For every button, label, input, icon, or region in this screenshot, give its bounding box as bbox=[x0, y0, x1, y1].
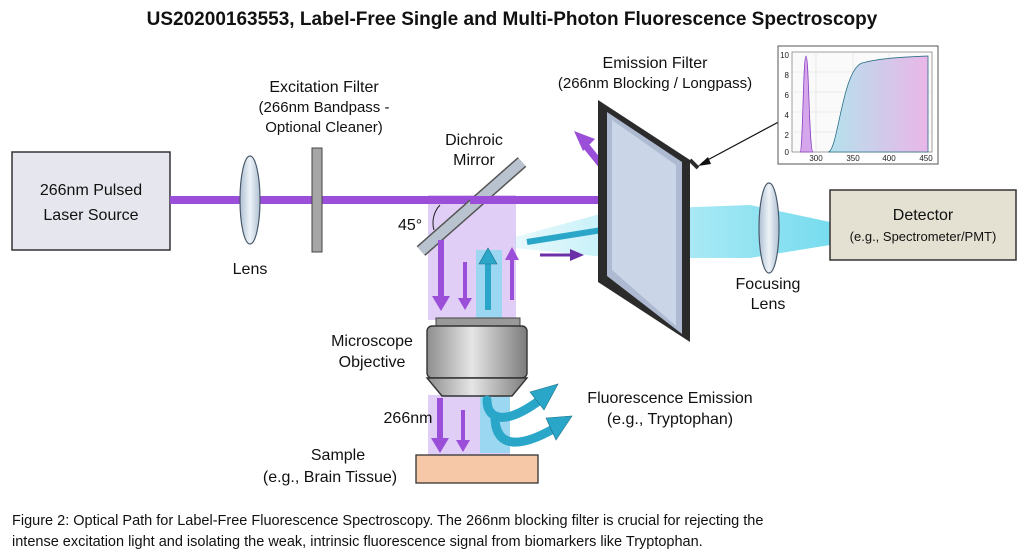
dichroic-label-1: Dichroic bbox=[445, 132, 503, 149]
inset-ytick-2: 2 bbox=[785, 131, 790, 140]
excitation-wavelength-label: 266nm bbox=[384, 410, 433, 427]
detector-label-2: (e.g., Spectrometer/PMT) bbox=[850, 229, 997, 244]
fluorescence-label-2: (e.g., Tryptophan) bbox=[607, 411, 733, 428]
down-arrow-1-head bbox=[432, 296, 450, 311]
sample-down-arrow-1-head bbox=[431, 438, 449, 453]
inset-xtick-400: 400 bbox=[882, 154, 896, 163]
inset-transmission-chart: 10 8 6 4 2 0 300 350 400 450 bbox=[777, 45, 939, 165]
excitation-filter bbox=[311, 147, 323, 253]
dichroic-mirror-face bbox=[417, 158, 526, 255]
excitation-filter-label-2: (266nm Bandpass - bbox=[259, 99, 390, 116]
inset-xtick-450: 450 bbox=[919, 154, 933, 163]
inset-ytick-4: 4 bbox=[785, 111, 790, 120]
inset-bandpass-peak bbox=[799, 55, 814, 153]
lens-label: Lens bbox=[233, 261, 268, 278]
excitation-filter-label-3: Optional Cleaner) bbox=[265, 119, 383, 136]
inset-ytick-6: 6 bbox=[785, 91, 790, 100]
fluorescence-label-1: Fluorescence Emission bbox=[587, 390, 752, 407]
reflection-arrowhead bbox=[574, 131, 595, 151]
figure-title: US20200163553, Label-Free Single and Mul… bbox=[147, 9, 878, 30]
inset-pointer bbox=[701, 117, 787, 164]
emission-curve-1 bbox=[482, 395, 545, 422]
small-purple-arrow-head bbox=[570, 249, 584, 261]
inset-xtick-300: 300 bbox=[809, 154, 823, 163]
inset-ytick-8: 8 bbox=[785, 71, 790, 80]
up-arrow-purple-head bbox=[505, 247, 519, 260]
focusing-lens bbox=[758, 182, 780, 274]
focusing-lens-label-2: Lens bbox=[751, 296, 786, 313]
angle-label: 45° bbox=[398, 217, 422, 234]
caption-line-2: intense excitation light and isolating t… bbox=[12, 534, 703, 550]
angle-arc bbox=[432, 204, 441, 231]
emission-filter-label-2: (266nm Blocking / Longpass) bbox=[558, 75, 752, 92]
objective-label-1: Microscope bbox=[331, 333, 413, 350]
microscope-objective bbox=[426, 325, 528, 379]
up-arrow-cyan-head bbox=[478, 247, 498, 265]
lens bbox=[239, 155, 261, 245]
caption-line-1: Figure 2: Optical Path for Label-Free Fl… bbox=[12, 513, 763, 529]
laser-source-label-2: Laser Source bbox=[43, 207, 138, 224]
emission-curve-1-head bbox=[529, 383, 559, 411]
inset-ytick-0: 0 bbox=[785, 148, 790, 157]
transmitted-beam bbox=[470, 196, 650, 204]
laser-source bbox=[11, 151, 171, 251]
sample-label-2: (e.g., Brain Tissue) bbox=[263, 469, 397, 486]
inset-pointer-head bbox=[698, 157, 711, 166]
dichroic-label-2: Mirror bbox=[453, 152, 495, 169]
inset-longpass-curve bbox=[827, 55, 929, 153]
sample-down-arrow-2-head bbox=[456, 440, 470, 452]
objective-label-2: Objective bbox=[339, 354, 406, 371]
down-arrow-2-head bbox=[458, 298, 472, 310]
focusing-lens-label-1: Focusing bbox=[736, 276, 801, 293]
emission-curve-2 bbox=[490, 415, 560, 447]
inset-xtick-350: 350 bbox=[846, 154, 860, 163]
sample bbox=[415, 454, 539, 484]
emission-filter-glass-highlight bbox=[612, 120, 676, 326]
emission-filter-edge bbox=[688, 158, 700, 170]
detector bbox=[829, 189, 1017, 261]
objective-collar bbox=[435, 317, 521, 327]
detector-label-1: Detector bbox=[893, 207, 954, 224]
emission-filter-label-1: Emission Filter bbox=[603, 55, 709, 72]
laser-source-label-1: 266nm Pulsed bbox=[40, 182, 142, 199]
excitation-filter-label-1: Excitation Filter bbox=[269, 79, 379, 96]
emission-curve-2-head bbox=[545, 415, 573, 441]
objective-tip bbox=[425, 377, 529, 397]
sample-label-1: Sample bbox=[311, 447, 365, 464]
inset-ytick-10: 10 bbox=[780, 51, 789, 60]
